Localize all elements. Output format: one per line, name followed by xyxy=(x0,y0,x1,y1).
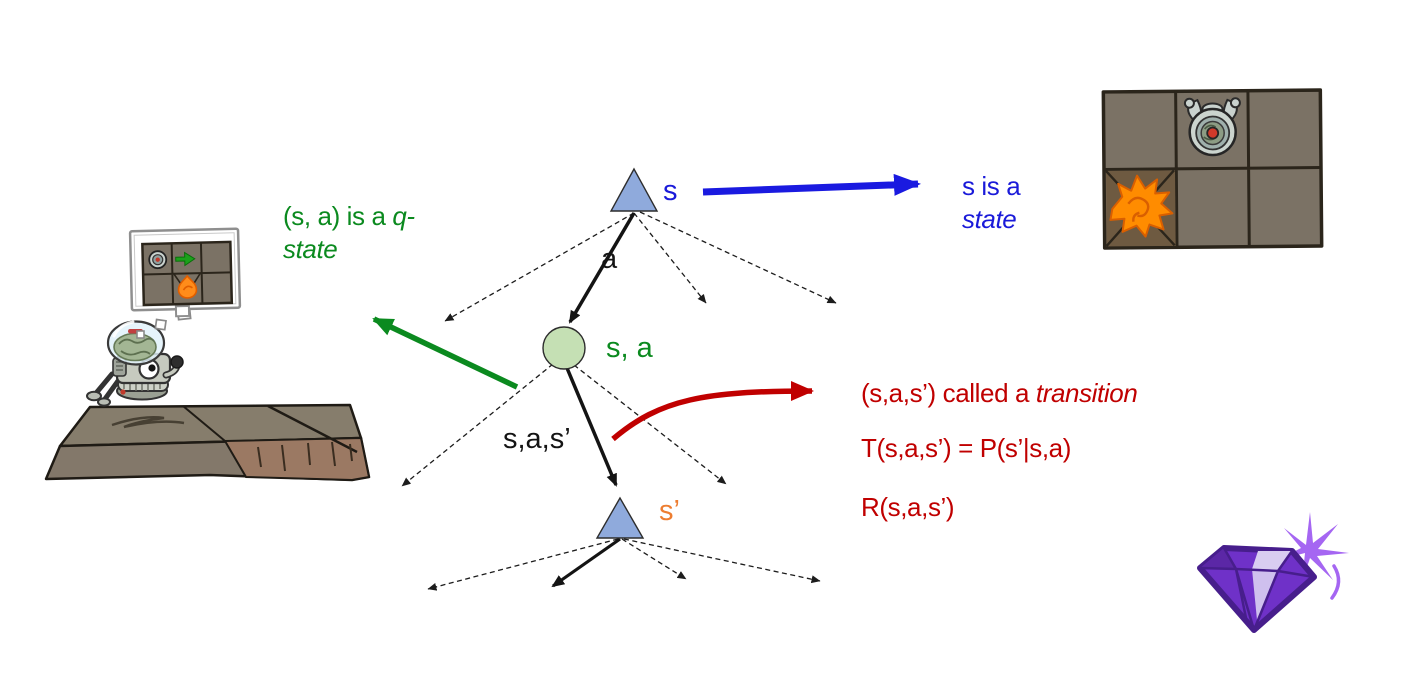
qstate-callout: (s, a) is a q- state xyxy=(283,200,415,266)
dashed-edge xyxy=(621,538,687,580)
transition-callout-line1: (s,a,s’) called a transition xyxy=(861,377,1138,410)
tree-edges xyxy=(401,211,837,591)
dashed-action-edge xyxy=(444,212,635,322)
transition-edge-label: s,a,s’ xyxy=(503,423,571,455)
dashed-action-edge xyxy=(639,211,837,304)
state-callout-text: s is a xyxy=(962,171,1021,201)
state-callout-arrow xyxy=(702,173,921,196)
reward-function-formula: R(s,a,s’) xyxy=(861,492,955,522)
robot-topdown-icon xyxy=(1183,97,1241,157)
qstate-node-circle xyxy=(542,326,586,370)
transition-function-formula: T(s,a,s’) = P(s’|s,a) xyxy=(861,433,1071,463)
action-arrow-icon xyxy=(175,251,196,267)
transition-callout-text: (s,a,s’) called a xyxy=(861,378,1036,408)
dashed-outcome-edge xyxy=(573,364,727,485)
action-edge-label: a xyxy=(601,243,618,275)
state-callout: s is a state xyxy=(962,170,1021,236)
solid-edge xyxy=(551,537,621,588)
ground-ledge-illustration xyxy=(44,403,371,482)
state-node-label: s xyxy=(663,175,678,207)
state-callout-line2: state xyxy=(962,204,1017,234)
action-edge xyxy=(568,212,636,324)
next-state-node-label: s’ xyxy=(659,495,680,527)
gridworld-illustration xyxy=(1101,88,1324,250)
state-node-triangle xyxy=(609,167,659,212)
qstate-node-label: s, a xyxy=(606,332,653,364)
next-state-node-triangle xyxy=(595,496,645,539)
robot-character xyxy=(86,320,184,407)
dashed-edge xyxy=(427,538,619,591)
transition-callout-arrow xyxy=(611,381,814,442)
transition-callout-emph: transition xyxy=(1035,378,1138,408)
dashed-outcome-edge xyxy=(401,363,554,487)
gem-icon xyxy=(1197,512,1349,633)
qstate-callout-line2: state xyxy=(283,234,338,264)
qstate-callout-text: (s, a) is a xyxy=(283,201,393,231)
transition-edge xyxy=(565,367,618,487)
thought-gridworld-thumbnail xyxy=(128,227,242,318)
dashed-action-edge xyxy=(633,212,707,304)
qstate-callout-arrow xyxy=(372,316,519,390)
firepit-icon xyxy=(1109,174,1174,238)
qstate-callout-emph: q- xyxy=(392,201,415,231)
dashed-edge xyxy=(623,538,821,584)
